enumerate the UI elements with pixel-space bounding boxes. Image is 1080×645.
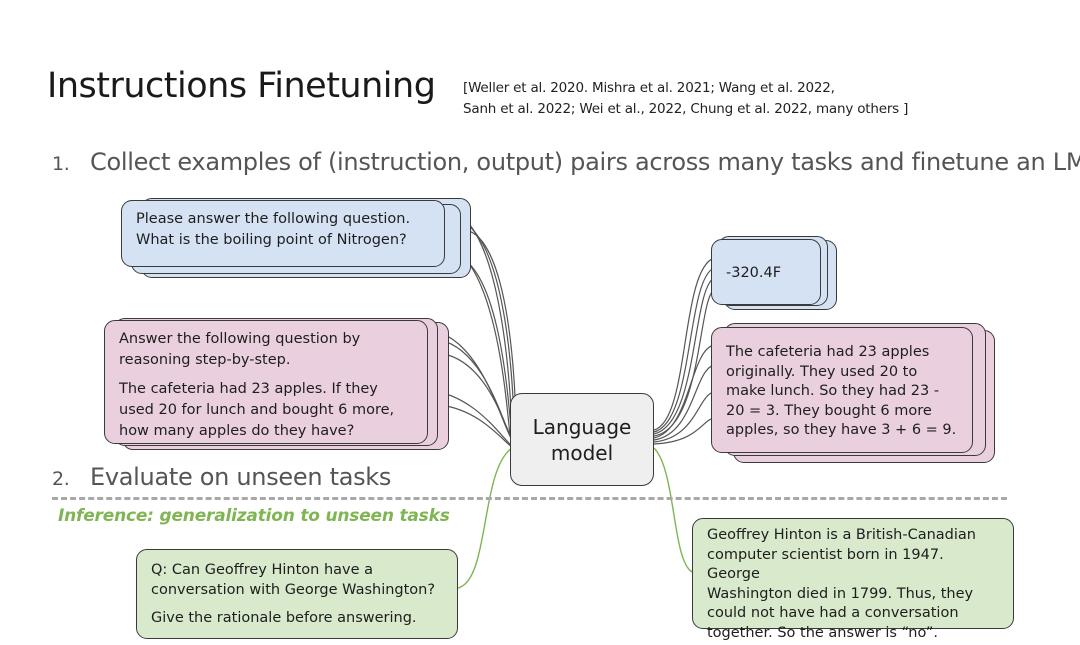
input-apples-instruction-line-1: Answer the following question by bbox=[119, 331, 361, 347]
wire-blue-out-2 bbox=[653, 267, 715, 433]
input-apples-instruction: Answer the following question by reasoni… bbox=[119, 329, 413, 371]
wire-green-out bbox=[653, 447, 693, 573]
step-2: 2. Evaluate on unseen tasks bbox=[52, 463, 391, 491]
input-apples-instruction-line-2: reasoning step-by-step. bbox=[119, 352, 291, 368]
input-boiling-line-2: What is the boiling point of Nitrogen? bbox=[136, 232, 407, 248]
output-hinton-line-5: together. So the answer is “no”. bbox=[707, 624, 938, 641]
wire-green-in bbox=[457, 447, 513, 589]
step-1: 1. Collect examples of (instruction, outp… bbox=[52, 148, 1080, 176]
output-apples-line-2: originally. They used 20 to bbox=[726, 363, 918, 380]
input-hinton-line-1: Q: Can Geoffrey Hinton have a bbox=[151, 562, 374, 578]
output-boiling-card: -320.4F bbox=[711, 239, 821, 305]
input-apples-q-line-2: used 20 for lunch and bought 6 more, bbox=[119, 402, 395, 418]
step-1-number: 1. bbox=[52, 153, 70, 175]
wire-pink-out-3 bbox=[653, 391, 715, 443]
output-hinton-card: Geoffrey Hinton is a British-Canadian co… bbox=[692, 518, 1014, 641]
input-hinton-line-3: Give the rationale before answering. bbox=[151, 610, 417, 626]
output-apples-line-1: The cafeteria had 23 apples bbox=[726, 344, 930, 360]
language-model-line-1: Language bbox=[532, 415, 632, 439]
wire-blue-out-1 bbox=[653, 257, 715, 431]
step-2-text: Evaluate on unseen tasks bbox=[90, 463, 392, 491]
output-apples-line-5: apples, so they have 3 + 6 = 9. bbox=[726, 422, 957, 438]
output-apples-text: The cafeteria had 23 apples originally. … bbox=[726, 343, 958, 441]
slide-title: Instructions Finetuning bbox=[47, 66, 436, 106]
output-boiling-text: -320.4F bbox=[726, 265, 782, 281]
input-apples-card: Answer the following question by reasoni… bbox=[104, 320, 428, 444]
input-hinton-line-2: conversation with George Washington? bbox=[151, 582, 436, 598]
wire-blue-out-4 bbox=[653, 289, 715, 437]
wire-blue-in-5 bbox=[455, 254, 513, 439]
wire-pink-in-5 bbox=[439, 404, 514, 449]
dashed-divider bbox=[52, 497, 1007, 500]
output-hinton-line-2: computer scientist born in 1947. George bbox=[707, 546, 944, 583]
language-model-box: Language model bbox=[510, 393, 654, 486]
output-hinton-line-1: Geoffrey Hinton is a British-Canadian bbox=[707, 527, 976, 543]
output-apples-card: The cafeteria had 23 apples originally. … bbox=[711, 327, 973, 453]
output-hinton-text: Geoffrey Hinton is a British-Canadian co… bbox=[707, 526, 999, 643]
citation: [Weller et al. 2020. Mishra et al. 2021;… bbox=[463, 78, 908, 120]
wire-pink-out-1 bbox=[653, 344, 715, 439]
output-hinton-line-3: Washington died in 1799. Thus, they bbox=[707, 585, 974, 602]
wire-pink-out-2 bbox=[653, 364, 715, 441]
input-apples-q-line-1: The cafeteria had 23 apples. If they bbox=[119, 381, 378, 397]
input-boiling-card: Please answer the following question. Wh… bbox=[121, 200, 445, 267]
language-model-line-2: model bbox=[550, 441, 614, 465]
inference-label: Inference: generalization to unseen task… bbox=[58, 506, 450, 526]
output-hinton-line-4: could not have had a conversation bbox=[707, 605, 959, 621]
wire-pink-out-4 bbox=[653, 417, 715, 445]
step-2-number: 2. bbox=[52, 468, 70, 490]
input-boiling-line-1: Please answer the following question. bbox=[136, 211, 411, 227]
citation-line-2: Sanh et al. 2022; Wei et al., 2022, Chun… bbox=[463, 101, 909, 117]
input-apples-question: The cafeteria had 23 apples. If they use… bbox=[119, 379, 413, 442]
input-hinton-card: Q: Can Geoffrey Hinton have a conversati… bbox=[136, 549, 458, 639]
step-1-text: Collect examples of (instruction, output… bbox=[90, 148, 1080, 176]
wire-blue-out-3 bbox=[653, 277, 715, 435]
citation-line-1: [Weller et al. 2020. Mishra et al. 2021;… bbox=[463, 80, 835, 96]
input-apples-q-line-3: how many apples do they have? bbox=[119, 423, 355, 439]
input-hinton-question: Q: Can Geoffrey Hinton have a conversati… bbox=[151, 560, 443, 600]
output-apples-line-3: make lunch. So they had 23 - bbox=[726, 383, 940, 399]
output-apples-line-4: 20 = 3. They bought 6 more bbox=[726, 402, 932, 419]
